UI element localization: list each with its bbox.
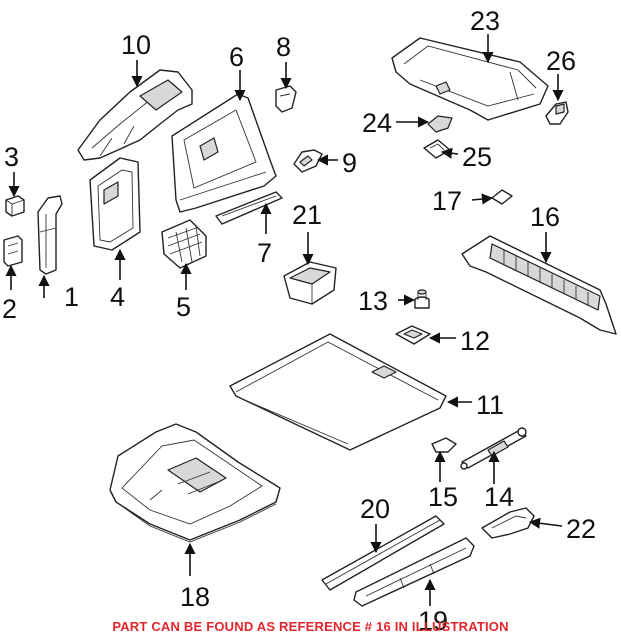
part-17-diamond [491,189,513,205]
part-1-pillar-trim [37,195,63,275]
callout-24: 24 [362,108,392,138]
part-19-lower-trim [353,537,475,607]
callout-1: 1 [64,282,79,312]
leader-line-25 [440,147,459,159]
callout-4: 4 [110,282,125,312]
callout-16: 16 [530,202,560,232]
callout-2: 2 [2,294,17,324]
callout-11: 11 [476,390,504,420]
part-9-hook [293,149,323,173]
callout-7: 7 [257,238,272,268]
part-2-bracket [3,235,23,267]
part-14-strut [460,427,527,470]
callout-26: 26 [546,46,576,76]
part-22-bracket [481,507,535,539]
callout-3: 3 [4,142,19,172]
part-10-upper-trim [77,69,193,161]
callout-19: 19 [418,606,448,636]
leader-line-17 [471,193,494,205]
callout-13: 13 [358,286,388,316]
callout-numbers: 1 2 3 4 5 6 7 8 9 10 11 12 13 14 15 16 1… [2,6,596,636]
callout-10: 10 [121,30,151,60]
callout-9: 9 [342,148,357,178]
callout-22: 22 [566,514,596,544]
callout-5: 5 [176,292,191,322]
part-5-mesh-net [161,219,207,269]
part-20-sill-trim [321,515,445,591]
part-6-luggage-panel [171,93,277,213]
part-15-clip [431,437,457,453]
callout-15: 15 [428,482,458,512]
callout-21: 21 [292,200,322,230]
leader-line-22 [528,517,563,529]
callout-6: 6 [229,42,244,72]
part-25-plate [423,139,451,159]
callout-25: 25 [462,142,492,172]
callout-20: 20 [360,494,390,524]
part-21-storage-box [283,261,337,305]
part-16-sill-panel [461,235,617,335]
part-11-floor-panel [229,333,447,451]
callout-8: 8 [276,32,291,62]
part-23-cargo-cover [391,37,549,121]
callout-23: 23 [470,6,500,36]
part-3-clip [5,195,25,217]
callout-17: 17 [432,186,462,216]
part-18-floor-tub [109,423,281,543]
callout-18: 18 [180,582,210,612]
leader-lines [5,34,564,606]
part-4-side-panel [89,157,141,251]
part-8-hook [275,85,297,113]
part-24-cap [427,115,453,133]
callout-14: 14 [484,482,514,512]
callout-12: 12 [460,326,490,356]
part-12-pad [395,325,431,345]
reference-note: PART CAN BE FOUND AS REFERENCE # 16 IN I… [112,619,509,634]
part-7-strip [215,191,283,225]
part-13-bolt [414,289,430,309]
part-26-clip [545,101,569,125]
